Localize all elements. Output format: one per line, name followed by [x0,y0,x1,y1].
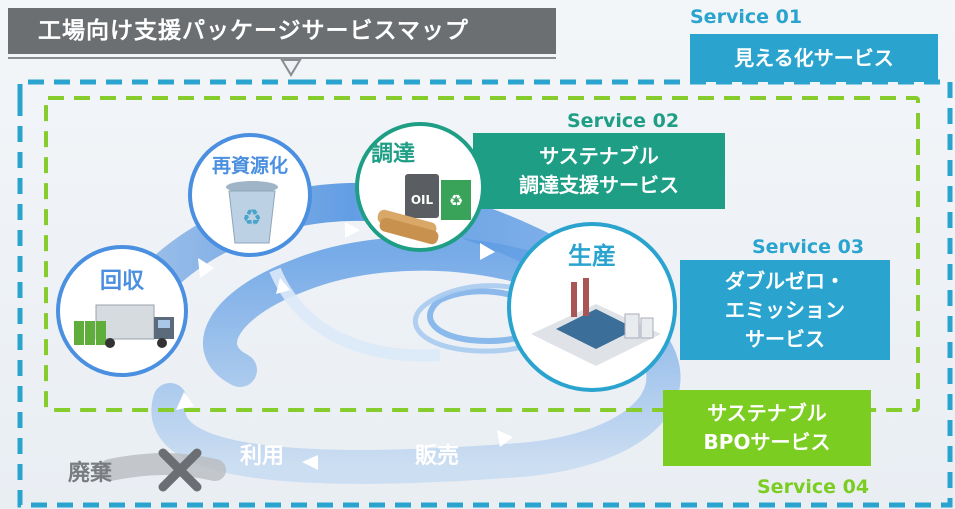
arrow-to-hanbai [497,430,513,447]
service01-tag: Service 01 [690,6,803,28]
chotatsu-circle: 調達 OIL ♻ [355,122,485,252]
service02-box: サステナブル 調達支援サービス [473,133,725,209]
service01-box: 見える化サービス [690,34,938,82]
arrow-to-riyo [302,455,318,470]
service04-box: サステナブル BPOサービス [663,390,871,466]
truck-icon [74,304,174,348]
disposal-strip [99,453,226,481]
seisan-circle: 生産 [507,222,677,392]
arrow-to-chotatsu [345,222,360,238]
factory-icon [531,278,661,366]
service02-tag: Service 02 [567,110,680,132]
seisan-label: 生産 [568,242,616,270]
hanbai-label: 販売 [415,444,460,469]
service03-tag: Service 03 [752,236,865,258]
service03-box: ダブルゼロ・ エミッション サービス [680,260,890,360]
riyo-label: 利用 [240,444,285,469]
materials-icon: OIL ♻ [377,174,471,245]
arrow-to-seisan [480,243,495,260]
haiki-label: 廃棄 [68,461,113,486]
kaishu-circle: 回収 [56,245,188,377]
svg-text:♻: ♻ [449,191,463,210]
kaishu-label: 回収 [99,269,144,294]
saishigenka-label: 再資源化 [211,155,288,177]
arrow-to-kaishu [176,392,194,410]
oil-drum-text: OIL [411,193,434,207]
title-underline [8,57,556,59]
arrow-return [276,278,290,294]
page-title: 工場向け支援パッケージサービスマップ [8,8,556,54]
cross-icon [158,448,202,492]
recycle-bin-icon: ♻ [226,181,278,244]
service04-tag: Service 04 [757,476,870,498]
svg-text:♻: ♻ [242,206,262,231]
arrow-to-saishigenka [198,258,214,278]
chotatsu-label: 調達 [371,142,416,167]
saishigenka-circle: 再資源化 ♻ [188,133,312,257]
